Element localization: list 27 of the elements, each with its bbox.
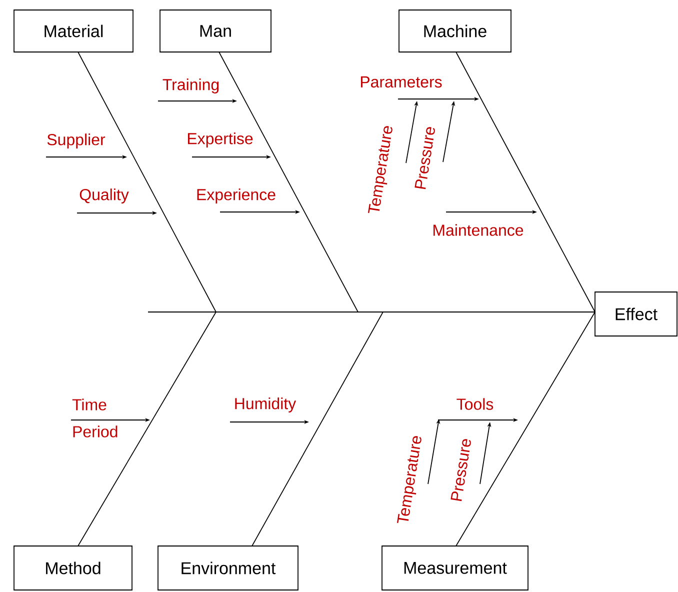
bone-line (218, 52, 358, 312)
category-box: Machine (398, 10, 512, 52)
cause-label: Temperature (396, 436, 422, 524)
cause-label: Temperature (368, 126, 392, 214)
category-box: Method (14, 546, 132, 590)
cause-label: Supplier (47, 134, 106, 148)
bone-line (456, 52, 596, 312)
cause-label: Time Period (72, 398, 118, 438)
bone-line (78, 52, 216, 312)
category-box: Man (160, 10, 272, 52)
cause-label: Quality (80, 188, 129, 204)
bone-line (78, 312, 216, 546)
category-box: Material (14, 10, 134, 52)
cause-label: Training (162, 78, 219, 94)
cause-label: Expertise (188, 132, 253, 148)
cause-label: Humidity (235, 398, 296, 412)
cause-label: Maintenance (434, 224, 524, 236)
cause-label: Experience (197, 188, 276, 204)
cause-label: Tools (456, 398, 494, 410)
bone-line (252, 312, 384, 546)
category-box: Environment (158, 546, 298, 590)
category-box: Measurement (382, 546, 528, 590)
cause-label: Pressure (450, 439, 471, 502)
effect-box: Effect (594, 292, 678, 336)
bone-line (456, 312, 596, 546)
cause-label: Pressure (414, 127, 435, 190)
cause-label: Parameters (360, 76, 442, 88)
